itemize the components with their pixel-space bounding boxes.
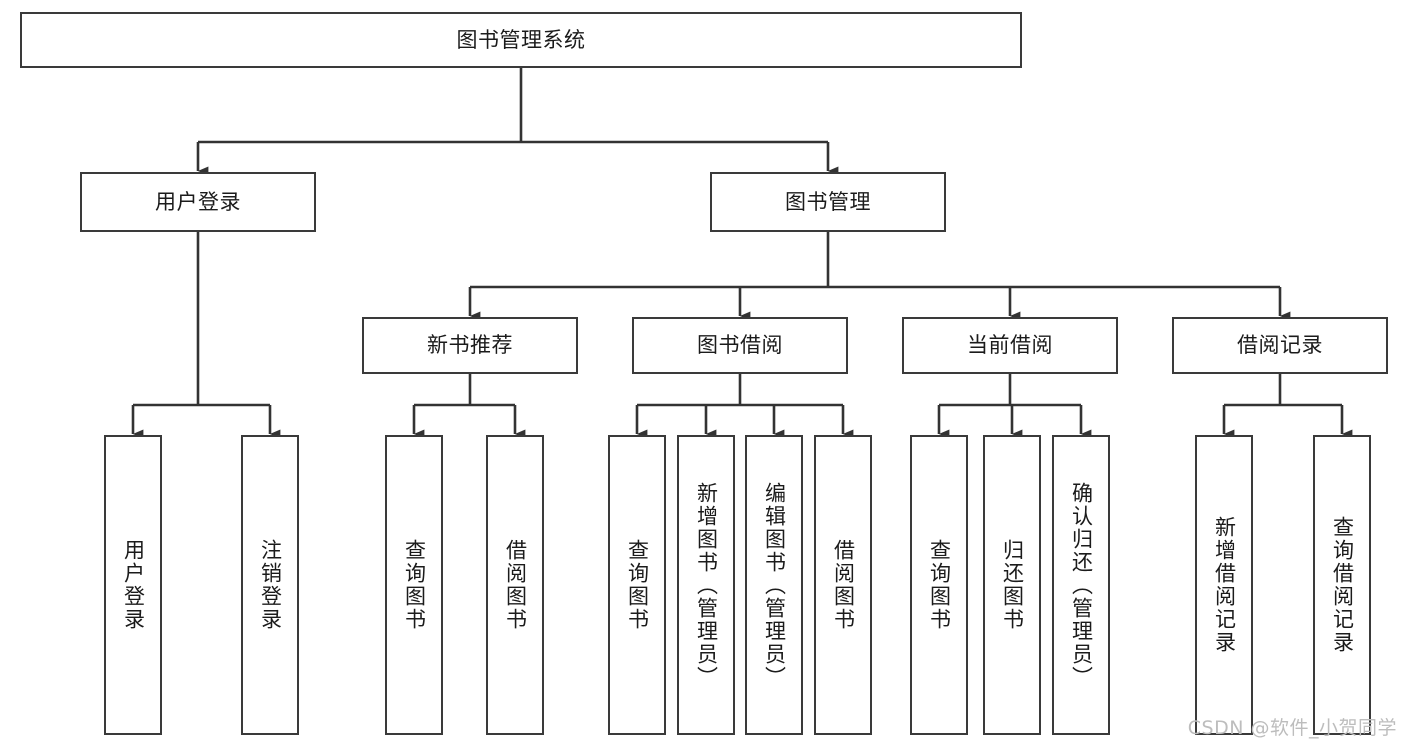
node-label-leaf-edit-book-admin: 编辑图书（管理员） (762, 481, 787, 689)
node-label-user-login: 用户登录 (155, 189, 241, 214)
node-label-leaf-logout: 注销登录 (258, 539, 283, 631)
node-label-leaf-borrow-book: 借阅图书 (831, 539, 856, 631)
node-leaf-logout: 注销登录 (241, 435, 299, 735)
node-label-leaf-confirm-return-admin: 确认归还（管理员） (1069, 481, 1094, 689)
node-label-leaf-query-book-current: 查询图书 (927, 539, 952, 631)
node-label-book-management: 图书管理 (785, 189, 871, 214)
node-leaf-query-book-current: 查询图书 (910, 435, 968, 735)
node-leaf-borrow-book-new: 借阅图书 (486, 435, 544, 735)
node-new-book-recommend: 新书推荐 (362, 317, 578, 374)
node-label-leaf-borrow-book-new: 借阅图书 (503, 539, 528, 631)
node-leaf-edit-book-admin: 编辑图书（管理员） (745, 435, 803, 735)
node-leaf-confirm-return-admin: 确认归还（管理员） (1052, 435, 1110, 735)
node-label-leaf-user-login: 用户登录 (121, 539, 146, 631)
connector-userlogin-to-leaves (131, 232, 281, 439)
connector-bookmgmt-to-level3 (468, 232, 1291, 321)
node-leaf-borrow-book: 借阅图书 (814, 435, 872, 735)
node-label-leaf-query-book-new: 查询图书 (402, 539, 427, 631)
node-label-root: 图书管理系统 (456, 27, 586, 52)
node-leaf-query-book-borrow: 查询图书 (608, 435, 666, 735)
node-root: 图书管理系统 (20, 12, 1022, 68)
node-label-leaf-add-record: 新增借阅记录 (1212, 516, 1237, 654)
node-leaf-add-book-admin: 新增图书（管理员） (677, 435, 735, 735)
connector-borrow-to-leaves (635, 374, 854, 439)
node-leaf-query-record: 查询借阅记录 (1313, 435, 1371, 735)
node-borrow-records: 借阅记录 (1172, 317, 1388, 374)
node-current-borrow: 当前借阅 (902, 317, 1118, 374)
connector-records-to-leaves (1222, 374, 1353, 439)
node-label-leaf-add-book-admin: 新增图书（管理员） (694, 481, 719, 689)
connector-newbook-to-leaves (412, 374, 526, 439)
node-label-book-borrow: 图书借阅 (697, 333, 783, 358)
node-leaf-query-book-new: 查询图书 (385, 435, 443, 735)
node-label-current-borrow: 当前借阅 (967, 333, 1053, 358)
node-label-borrow-records: 借阅记录 (1237, 333, 1323, 358)
connector-current-to-leaves (937, 374, 1092, 439)
node-label-leaf-query-record: 查询借阅记录 (1330, 516, 1355, 654)
node-leaf-return-book: 归还图书 (983, 435, 1041, 735)
node-leaf-user-login: 用户登录 (104, 435, 162, 735)
node-user-login: 用户登录 (80, 172, 316, 232)
node-label-new-book-recommend: 新书推荐 (427, 333, 513, 358)
node-leaf-add-record: 新增借阅记录 (1195, 435, 1253, 735)
connector-root-to-level2 (196, 68, 839, 176)
node-book-management: 图书管理 (710, 172, 946, 232)
node-label-leaf-return-book: 归还图书 (1000, 539, 1025, 631)
node-label-leaf-query-book-borrow: 查询图书 (625, 539, 650, 631)
node-book-borrow: 图书借阅 (632, 317, 848, 374)
